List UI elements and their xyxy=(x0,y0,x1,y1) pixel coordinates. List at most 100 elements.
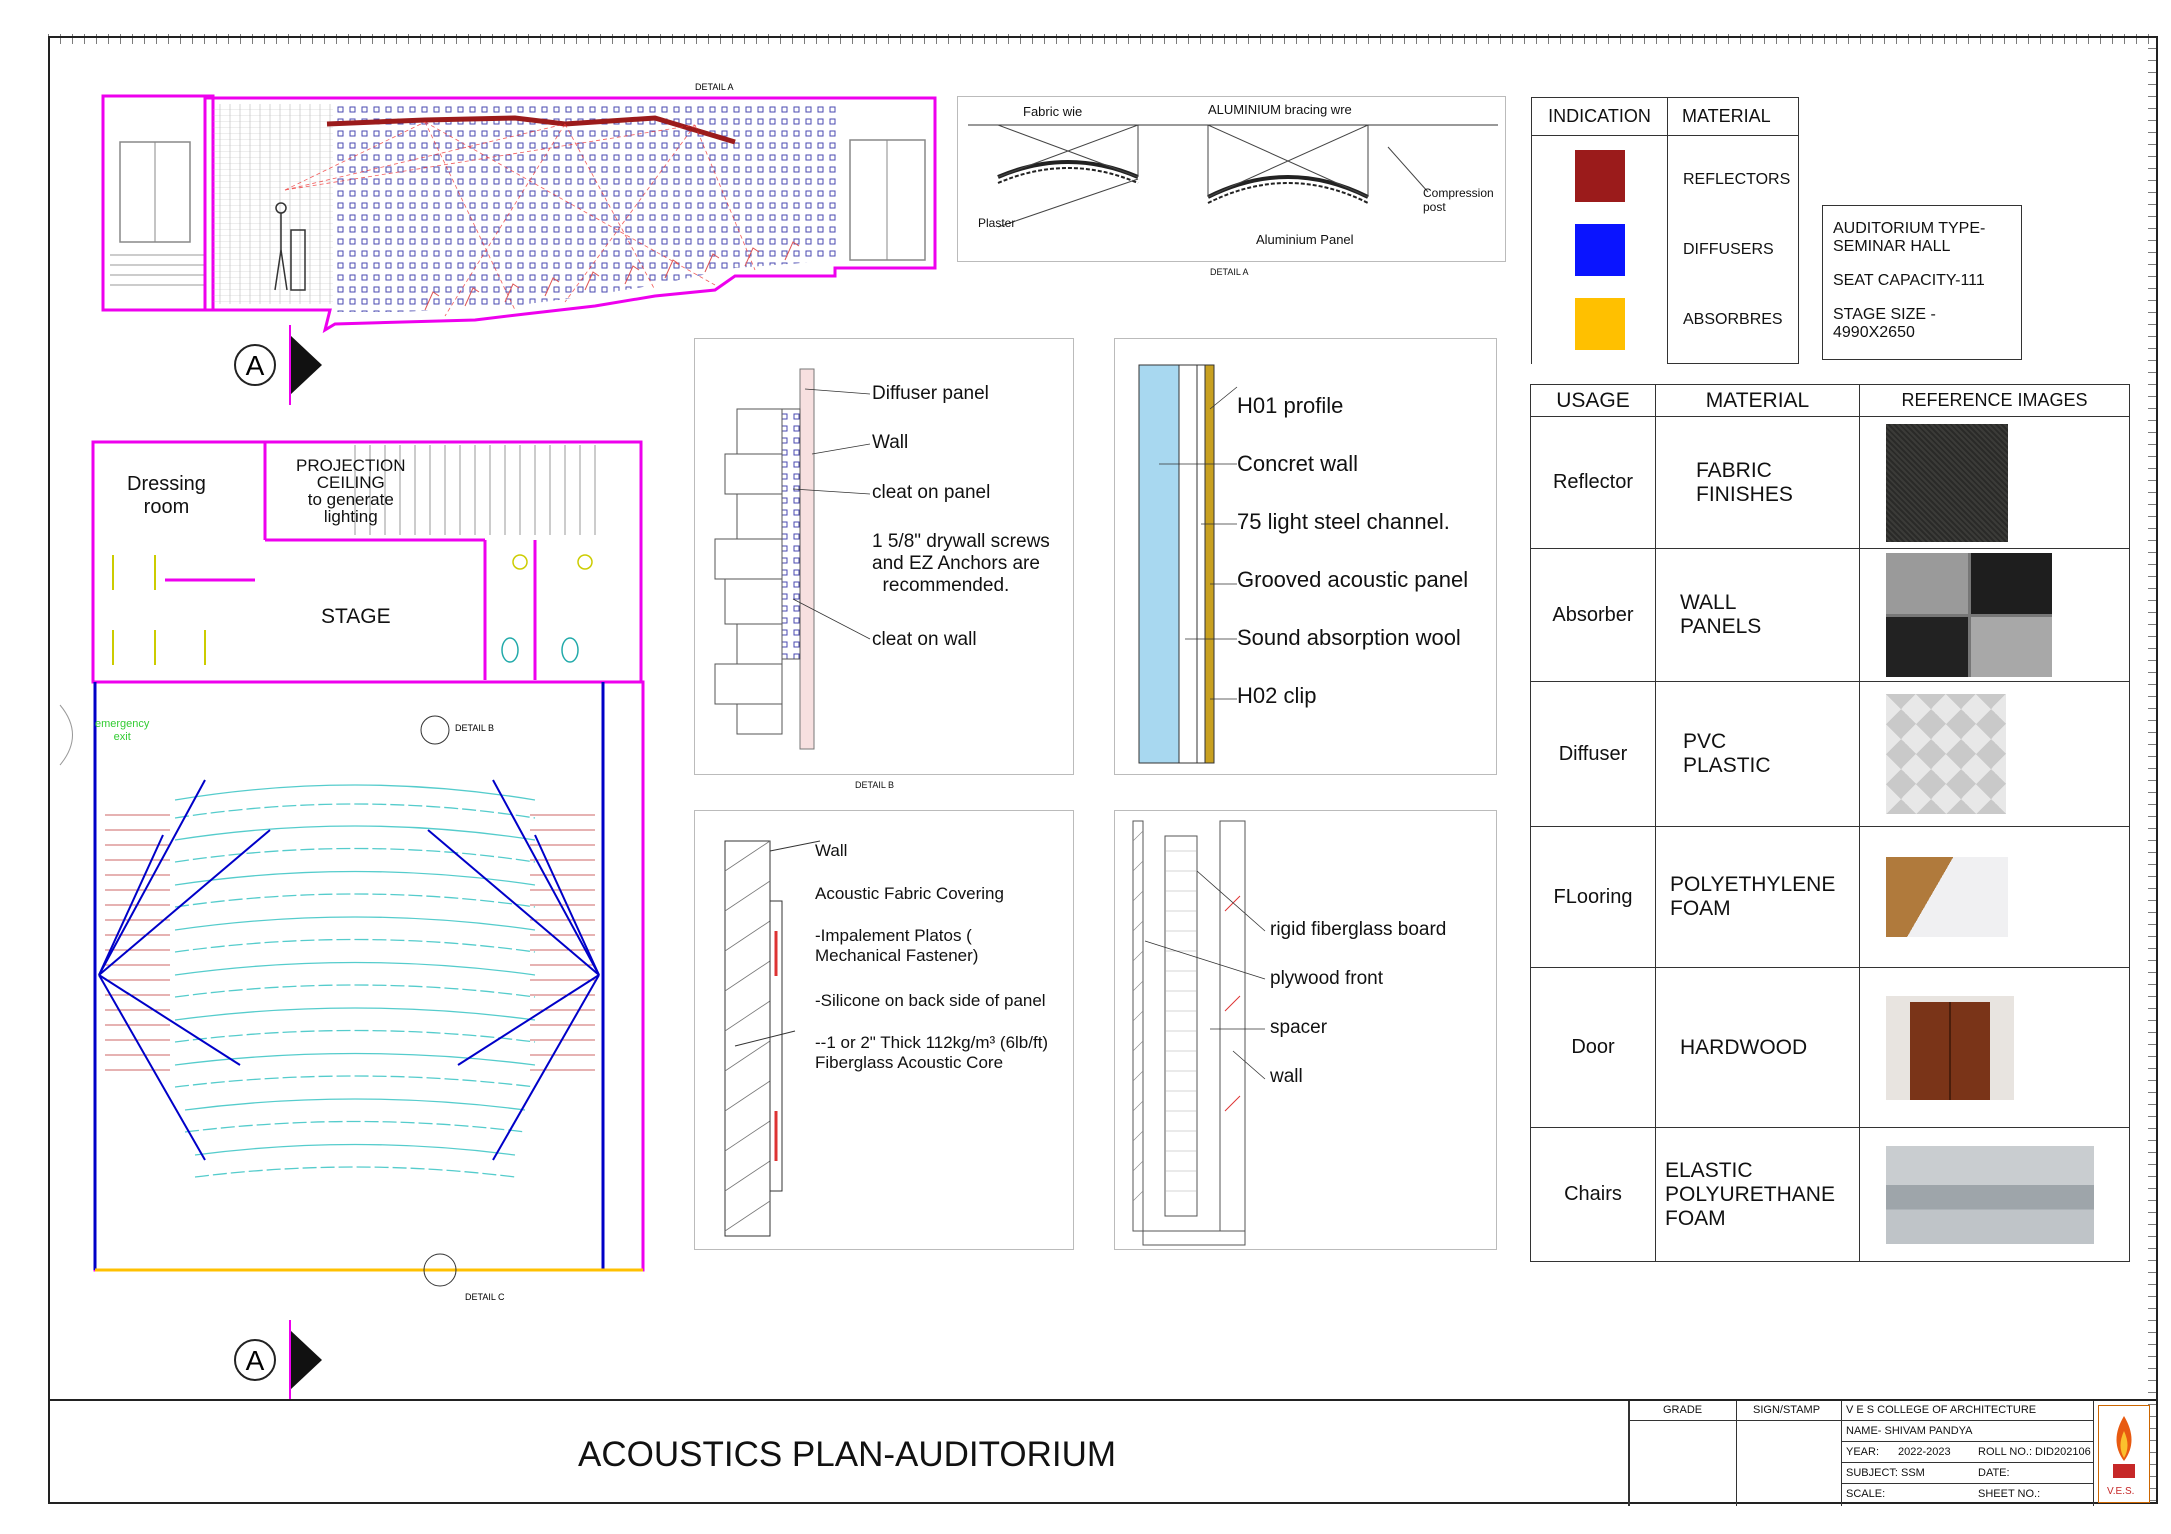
materials-header-material: MATERIAL xyxy=(1655,384,1860,417)
fabric-detail-drawing xyxy=(724,840,821,1237)
row-material: POLYETHYLENE FOAM xyxy=(1655,826,1860,968)
tb-sheet: SHEET NO.: xyxy=(1978,1488,2041,1500)
wall-section-label-grooved: Grooved acoustic panel xyxy=(1237,567,1469,592)
college-logo: V.E.S. xyxy=(2098,1405,2150,1503)
wall-section-drawing xyxy=(1138,364,1238,764)
wall-section-label-channel: 75 light steel channel. xyxy=(1237,509,1450,534)
section-drawing: DETAIL A xyxy=(101,82,937,334)
detail-a-drawing xyxy=(968,124,1498,228)
top-ruler xyxy=(48,34,2158,44)
wall-section-label-h02: H02 clip xyxy=(1237,683,1317,708)
detail-a-plaster-label: Plaster xyxy=(978,216,1016,230)
plan-dressing-racks xyxy=(112,555,206,665)
right-ruler xyxy=(2148,36,2158,1504)
logo-text: V.E.S. xyxy=(2107,1486,2135,1497)
detail-a-compression-label: Compression post xyxy=(1423,186,1494,214)
detail-b-label-diffuser: Diffuser panel xyxy=(872,383,989,404)
fiberglass-label-board: rigid fiberglass board xyxy=(1270,919,1447,940)
tb-subject: SUBJECT: SSM xyxy=(1846,1467,1925,1479)
plan-emergency-door xyxy=(59,704,73,766)
detail-a-bracing-label: ALUMINIUM bracing wre xyxy=(1208,102,1352,117)
legend-swatch-reflector xyxy=(1574,149,1625,202)
wall-section-label-concrete: Concret wall xyxy=(1237,451,1359,476)
section-reflector xyxy=(326,115,736,145)
wall-section-label-h01: H01 profile xyxy=(1237,393,1344,418)
svg-text:A: A xyxy=(246,350,265,381)
plan-hall-outline xyxy=(93,680,645,1272)
fabric-label-wall: Wall xyxy=(815,841,848,860)
auditorium-info-box: AUDITORIUM TYPE- SEMINAR HALL SEAT CAPAC… xyxy=(1822,205,2022,360)
fiberglass-label-wall: wall xyxy=(1270,1066,1303,1087)
tb-year: 2022-2023 xyxy=(1898,1446,1951,1458)
row-usage: Absorber xyxy=(1530,548,1656,682)
row-usage: Diffuser xyxy=(1530,681,1656,827)
floor-plan: DETAIL B DETAIL C xyxy=(59,440,645,1302)
row-material: PVC PLASTIC xyxy=(1655,681,1860,827)
materials-header-row: USAGE MATERIAL REFERENCE IMAGES xyxy=(1530,384,2130,417)
row-image-cell xyxy=(1859,548,2130,682)
tb-year-label: YEAR: xyxy=(1846,1446,1880,1458)
plan-detail-b-tag: DETAIL B xyxy=(455,723,494,733)
row-material: FABRIC FINISHES xyxy=(1655,416,1860,549)
detail-b-label-cleat-panel: cleat on panel xyxy=(872,482,991,503)
wall-section-panel: H01 profile Concret wall 75 light steel … xyxy=(1114,338,1497,775)
legend-swatch-diffuser xyxy=(1574,223,1625,276)
section-speaker-figure xyxy=(274,202,306,291)
fiberglass-detail-drawing xyxy=(1132,820,1266,1246)
table-row: Reflector FABRIC FINISHES xyxy=(1530,416,2130,549)
table-row: FLooring POLYETHYLENE FOAM xyxy=(1530,826,2130,968)
table-row: Chairs ELASTIC POLYURETHANE FOAM xyxy=(1530,1127,2130,1262)
detail-b-drawing xyxy=(714,368,871,750)
plan-emergency-label: emergency exit xyxy=(95,718,150,743)
materials-header-usage: USAGE xyxy=(1530,384,1656,417)
info-type: AUDITORIUM TYPE- SEMINAR HALL xyxy=(1833,220,1986,256)
section-marker-top: A xyxy=(234,325,322,405)
row-usage: Door xyxy=(1530,967,1656,1128)
plan-seat-rows xyxy=(174,784,536,1178)
row-usage: Reflector xyxy=(1530,416,1656,549)
plan-projection-stairs xyxy=(354,445,596,535)
row-material: HARDWOOD xyxy=(1655,967,1860,1128)
tb-roll: ROLL NO.: DID202106 xyxy=(1978,1446,2091,1458)
fabric-swatch-image xyxy=(1886,423,2008,542)
detail-b-label-screws: 1 5/8" drywall screws and EZ Anchors are… xyxy=(872,531,1050,596)
section-stage-wall xyxy=(213,104,333,304)
tb-sign: SIGN/STAMP xyxy=(1753,1404,1821,1416)
plan-dressing-label: Dressing room xyxy=(127,473,206,518)
plan-toilets xyxy=(501,637,579,663)
materials-table: USAGE MATERIAL REFERENCE IMAGES Reflecto… xyxy=(1530,384,2130,1262)
tb-grade: GRADE xyxy=(1663,1404,1703,1416)
legend-material-reflectors: REFLECTORS xyxy=(1683,170,1791,188)
flame-icon xyxy=(2113,1416,2135,1478)
wall-section-label-wool: Sound absorption wool xyxy=(1237,625,1461,650)
table-row: Diffuser PVC PLASTIC xyxy=(1530,681,2130,827)
plan-side-steps xyxy=(105,814,595,1071)
fabric-label-impalement: -Impalement Platos ( Mechanical Fastener… xyxy=(815,926,979,965)
plan-projection-label: PROJECTION CEILING to generate lighting xyxy=(296,456,406,526)
info-stage-size: STAGE SIZE - 4990X2650 xyxy=(1833,306,1936,342)
sheet-title: ACOUSTICS PLAN-AUDITORIUM xyxy=(578,1435,1117,1474)
plan-stage-label: STAGE xyxy=(321,605,391,628)
row-usage: Chairs xyxy=(1530,1127,1656,1262)
sheet-frame xyxy=(48,36,2158,1504)
tb-college: V E S COLLEGE OF ARCHITECTURE xyxy=(1846,1404,2037,1416)
row-image-cell xyxy=(1859,826,2130,968)
legend-header-material: MATERIAL xyxy=(1667,97,1799,136)
info-capacity: SEAT CAPACITY-111 xyxy=(1833,272,1985,289)
section-marker-bottom: A xyxy=(234,1320,322,1400)
section-seats xyxy=(424,241,800,311)
section-hall-outline xyxy=(203,96,937,334)
materials-header-images: REFERENCE IMAGES xyxy=(1859,384,2130,417)
detail-b-panel: Diffuser panel Wall cleat on panel 1 5/8… xyxy=(694,338,1074,775)
row-image-cell xyxy=(1859,967,2130,1128)
svg-text:A: A xyxy=(246,1345,265,1376)
fabric-label-covering: Acoustic Fabric Covering xyxy=(815,884,1004,903)
detail-a-fabric-label: Fabric wie xyxy=(1023,104,1083,119)
detail-b-diffuser-layer xyxy=(781,408,801,660)
foam-slab-image xyxy=(1886,1145,2094,1244)
section-diffuser-pattern xyxy=(335,104,840,312)
tb-name: NAME- SHIVAM PANDYA xyxy=(1846,1425,1973,1437)
detail-b-label-cleat-wall: cleat on wall xyxy=(872,629,977,650)
row-material: WALL PANELS xyxy=(1655,548,1860,682)
detail-b-caption: DETAIL B xyxy=(855,780,895,790)
